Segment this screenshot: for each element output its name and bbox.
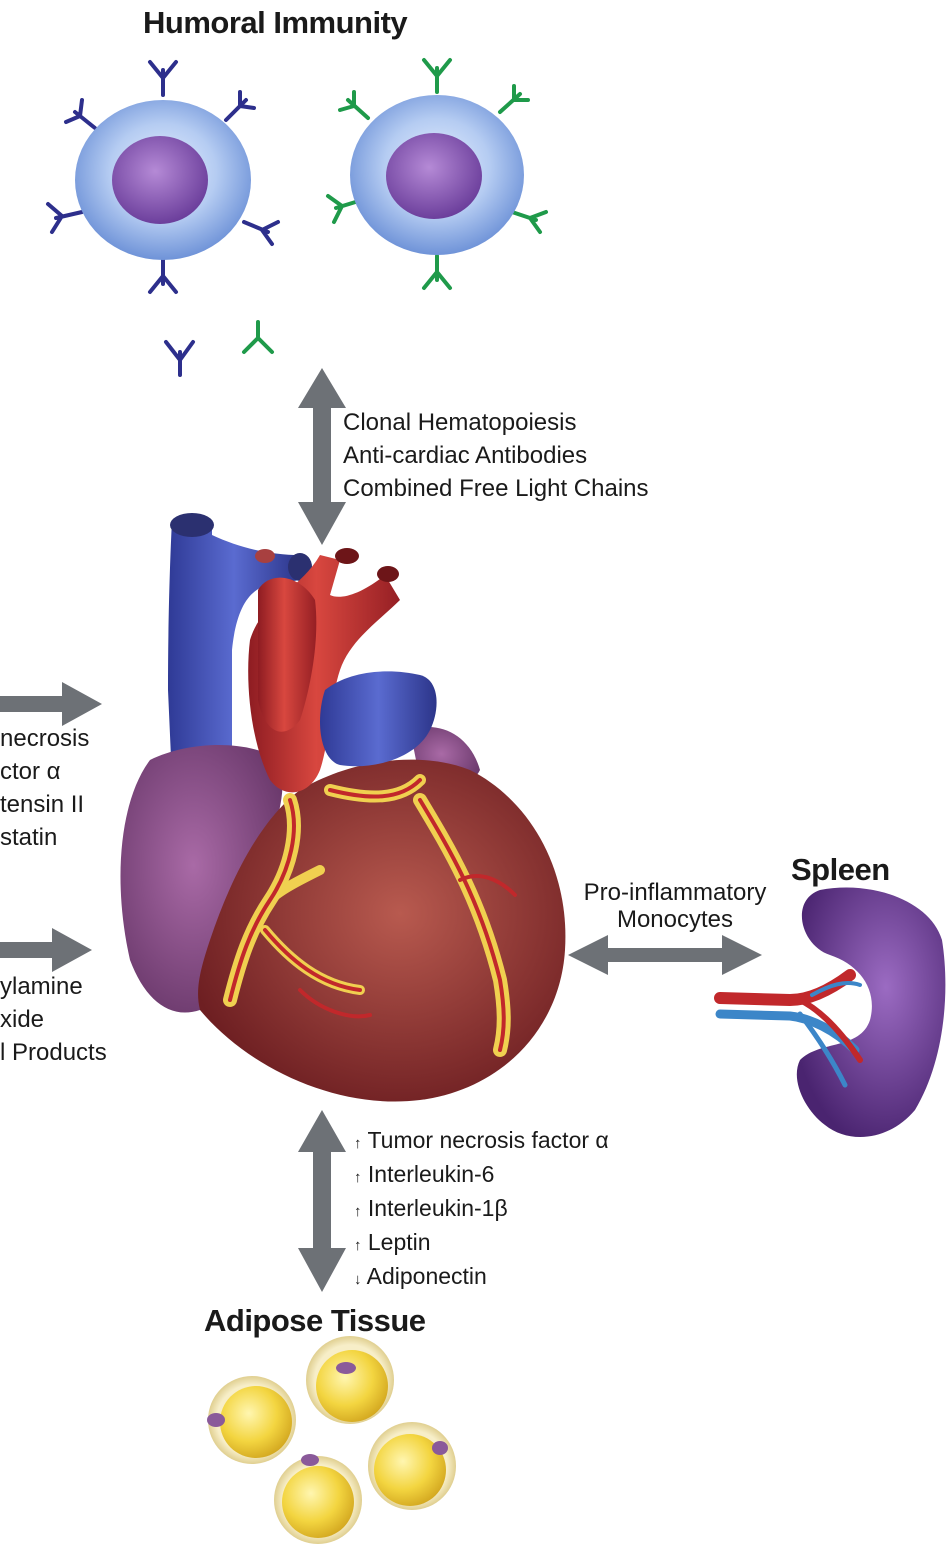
arrow-left-lower [0, 928, 92, 972]
label-tnf-alpha: ↑ Tumor necrosis factor α [354, 1125, 609, 1159]
left-lower-labels: ylamine xide l Products [0, 970, 107, 1069]
arrow-spleen-heart [568, 935, 762, 975]
b-cell-blue [48, 62, 278, 292]
up-arrow-icon: ↑ [354, 1203, 362, 1220]
label-free-light-chains: Combined Free Light Chains [343, 472, 649, 505]
adipocyte [306, 1336, 394, 1424]
label-left-xide: xide [0, 1003, 107, 1036]
label-interleukin-1b: ↑ Interleukin-1β [354, 1193, 609, 1227]
label-left-angiotensin: tensin II [0, 788, 89, 821]
up-arrow-icon: ↑ [354, 1135, 362, 1152]
b-cell-green [328, 60, 546, 288]
title-adipose-tissue: Adipose Tissue [204, 1303, 426, 1339]
free-antibody-green [244, 322, 272, 352]
arrow-humoral-heart [298, 368, 346, 545]
label-left-necrosis: necrosis [0, 722, 89, 755]
adipocytes [207, 1336, 456, 1544]
adipocyte [207, 1376, 296, 1464]
down-arrow-icon: ↓ [354, 1271, 362, 1288]
label-leptin: ↑ Leptin [354, 1227, 609, 1261]
adipose-labels: ↑ Tumor necrosis factor α ↑ Interleukin-… [354, 1125, 609, 1295]
free-antibody-blue [166, 342, 193, 375]
label-adiponectin: ↓ Adiponectin [354, 1261, 609, 1295]
label-anti-cardiac-antibodies: Anti-cardiac Antibodies [343, 439, 649, 472]
arrow-adipose-heart [298, 1110, 346, 1292]
label-left-statin: statin [0, 821, 89, 854]
title-humoral-immunity: Humoral Immunity [143, 5, 407, 41]
spleen-labels: Pro-inflammatory Monocytes [562, 876, 788, 936]
label-clonal-hematopoiesis: Clonal Hematopoiesis [343, 406, 649, 439]
arrow-left-upper [0, 682, 102, 726]
label-interleukin-6: ↑ Interleukin-6 [354, 1159, 609, 1193]
adipocyte [368, 1422, 456, 1510]
nucleus-green [386, 133, 482, 219]
up-arrow-icon: ↑ [354, 1169, 362, 1186]
adipocyte [274, 1454, 362, 1544]
up-arrow-icon: ↑ [354, 1237, 362, 1254]
heart-illustration [120, 513, 565, 1102]
label-left-products: l Products [0, 1036, 107, 1069]
title-spleen: Spleen [791, 852, 890, 888]
label-left-factor-alpha: ctor α [0, 755, 89, 788]
left-upper-labels: necrosis ctor α tensin II statin [0, 722, 89, 854]
humoral-labels: Clonal Hematopoiesis Anti-cardiac Antibo… [343, 406, 649, 505]
label-left-ylamine: ylamine [0, 970, 107, 1003]
nucleus-blue [112, 136, 208, 224]
